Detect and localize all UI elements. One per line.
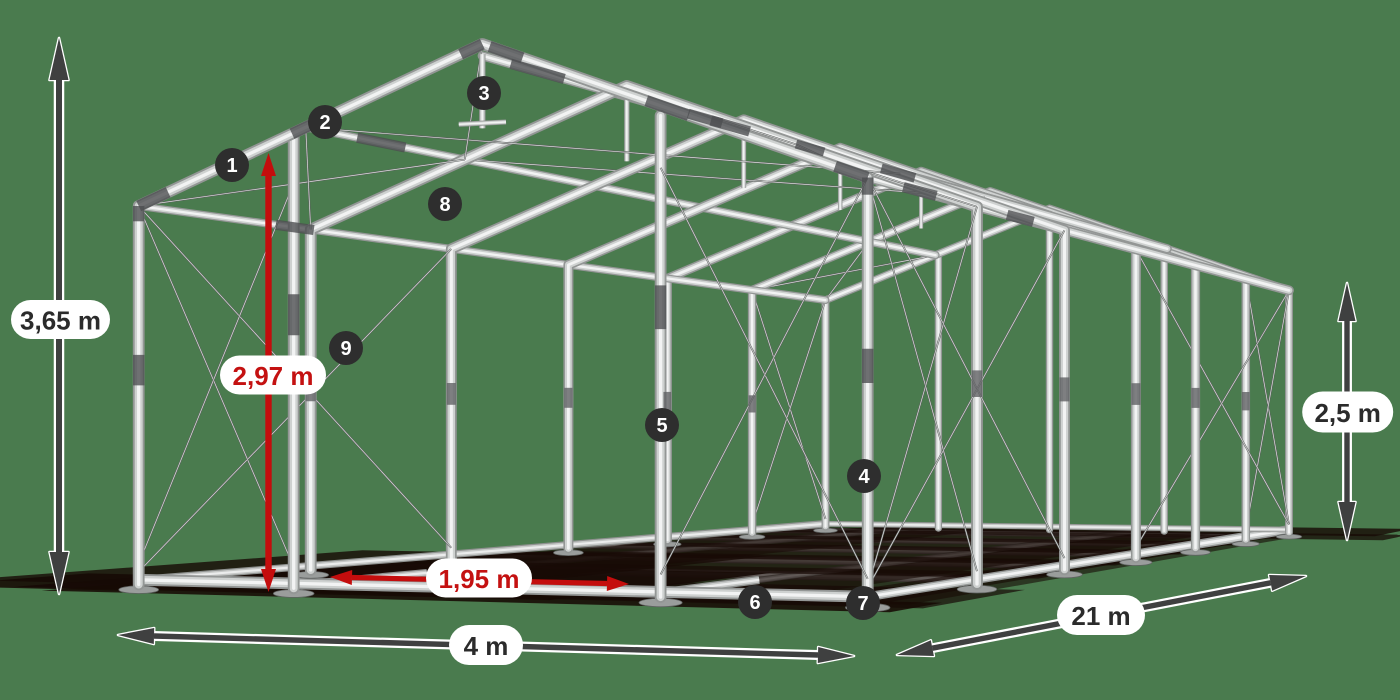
- svg-text:4 m: 4 m: [464, 631, 509, 661]
- svg-text:8: 8: [439, 194, 450, 216]
- svg-text:21 m: 21 m: [1071, 601, 1130, 631]
- svg-text:9: 9: [340, 338, 351, 360]
- svg-text:2,5 m: 2,5 m: [1314, 398, 1381, 428]
- svg-text:1: 1: [226, 155, 237, 177]
- svg-text:3,65 m: 3,65 m: [20, 306, 101, 336]
- svg-text:1,95 m: 1,95 m: [439, 564, 520, 594]
- svg-text:5: 5: [656, 415, 667, 437]
- svg-text:4: 4: [858, 466, 870, 488]
- svg-text:2: 2: [319, 112, 330, 134]
- svg-text:3: 3: [478, 83, 489, 105]
- svg-text:7: 7: [857, 593, 868, 615]
- svg-text:6: 6: [749, 592, 760, 614]
- svg-text:2,97 m: 2,97 m: [233, 361, 314, 391]
